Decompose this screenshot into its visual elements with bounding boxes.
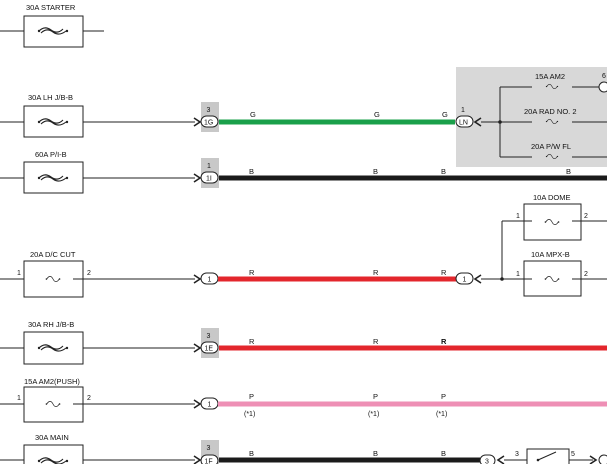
fuse-lh-jb-b-label: 30A LH J/B-B (28, 93, 73, 102)
wire-red-2-label-2: R (373, 337, 379, 346)
wire-pink-label-1: P (249, 392, 254, 401)
wire-pink-note-1: (*1) (244, 411, 255, 418)
fuse-rad-no2-label: 20A RAD NO. 2 (524, 107, 577, 116)
wire-red-2-label-1: R (249, 337, 255, 346)
fuse-am2-push-label: 15A AM2(PUSH) (24, 377, 80, 386)
connector-main-right: 3 (479, 454, 527, 464)
connector-1e-code: 1E (205, 346, 214, 353)
fuse-main-label: 30A MAIN (35, 433, 69, 442)
wire-black-1-label-1: B (249, 167, 254, 176)
fuse-mpx-b-label: 10A MPX-B (531, 250, 570, 259)
relay-pin-left: 3 (515, 451, 519, 458)
fuse-pw-fl-label: 20A P/W FL (531, 142, 571, 151)
wire-green-label-1: G (250, 110, 256, 119)
wire-red-1-label-2: R (373, 268, 379, 277)
fuse-dome-pin-left: 1 (516, 213, 520, 220)
connector-1e-pin: 3 (207, 333, 211, 340)
fuse-starter: 30A STARTER (0, 3, 104, 48)
fuse-dome-pin-right: 2 (584, 213, 588, 220)
wire-green-label-3: G (442, 110, 448, 119)
fuse-mpx-b-pin-right: 2 (584, 271, 588, 278)
connector-dc-left-code: 1 (208, 277, 212, 284)
wire-pink-note-3: (*1) (436, 411, 447, 418)
connector-1g-pin: 3 (207, 107, 211, 114)
fuse-rad-no2: 20A RAD NO. 2 (524, 107, 577, 127)
fuse-main: 30A MAIN (0, 433, 195, 464)
connector-1f-pin: 3 (207, 445, 211, 452)
fuse-rh-jb-b: 30A RH J/B-B (0, 320, 195, 365)
fuse-dome: 10A DOME 1 2 (502, 193, 607, 241)
fuse-p-i-b: 60A P/I-B (0, 150, 195, 194)
relay-main: 3 5 (515, 448, 607, 464)
connector-am2-left-code: 1 (208, 402, 212, 409)
fuse-dc-cut: 20A D/C CUT 1 2 (0, 250, 195, 298)
wire-pink-note-2: (*1) (368, 411, 379, 418)
junction-block-area (456, 67, 607, 167)
fuse-starter-label: 30A STARTER (26, 3, 76, 12)
connector-am2-left: 1 (193, 397, 219, 410)
wire-black-2-label-2: B (373, 449, 378, 458)
connector-1f-code: 1F (205, 459, 213, 464)
fuse-am2-push: 15A AM2(PUSH) 1 2 (0, 377, 195, 423)
connector-1i: 1 1I (193, 158, 219, 188)
relay-pin-right: 5 (571, 451, 575, 458)
connector-main-right-code: 3 (485, 459, 489, 464)
fuse-dome-label: 10A DOME (533, 193, 571, 202)
wire-pink-label-3: P (441, 392, 446, 401)
fuse-15a-am2: 15A AM2 6 (532, 72, 607, 93)
fuse-mpx-b: 10A MPX-B 1 2 (502, 250, 607, 297)
connector-dc-left: 1 (193, 272, 219, 285)
wire-black-2-label-3: B (441, 449, 446, 458)
fuse-am2-push-pin-right: 2 (87, 395, 91, 402)
wire-black-2-label-1: B (249, 449, 254, 458)
fuse-dc-cut-pin-right: 2 (87, 270, 91, 277)
connector-1e: 3 1E (193, 328, 219, 358)
wire-pink-label-2: P (373, 392, 378, 401)
fuse-dc-cut-pin-left: 1 (17, 270, 21, 277)
connector-dc-right: 1 (455, 272, 504, 285)
wire-red-2-label-3: R (441, 337, 447, 346)
connector-ln-code: LN (459, 120, 468, 127)
wire-black-1-label-4: B (566, 167, 571, 176)
fuse-15a-am2-label: 15A AM2 (535, 72, 565, 81)
wire-black-1-label-3: B (441, 167, 446, 176)
connector-1i-pin: 1 (207, 163, 211, 170)
connector-1g: 3 1G (193, 102, 219, 132)
wire-red-1-label-3: R (441, 268, 447, 277)
edge-pin-top: 6 (602, 73, 606, 80)
connector-ln-pin: 1 (461, 107, 465, 114)
connector-dc-right-code: 1 (463, 277, 467, 284)
fuse-dc-cut-label: 20A D/C CUT (30, 250, 76, 259)
connector-1g-code: 1G (204, 120, 213, 127)
connector-1f: 3 1F (193, 440, 219, 464)
fuse-pw-fl: 20A P/W FL (531, 142, 572, 162)
wire-black-1-label-2: B (373, 167, 378, 176)
connector-ln: 1 LN (455, 107, 500, 128)
connector-1i-code: 1I (206, 176, 212, 183)
fuse-rh-jb-b-label: 30A RH J/B-B (28, 320, 74, 329)
wire-red-1-label-1: R (249, 268, 255, 277)
fuse-am2-push-pin-left: 1 (17, 395, 21, 402)
wire-green-label-2: G (374, 110, 380, 119)
fuse-mpx-b-pin-left: 1 (516, 271, 520, 278)
fuse-p-i-b-label: 60A P/I-B (35, 150, 67, 159)
fuse-lh-jb-b: 30A LH J/B-B (0, 93, 195, 138)
